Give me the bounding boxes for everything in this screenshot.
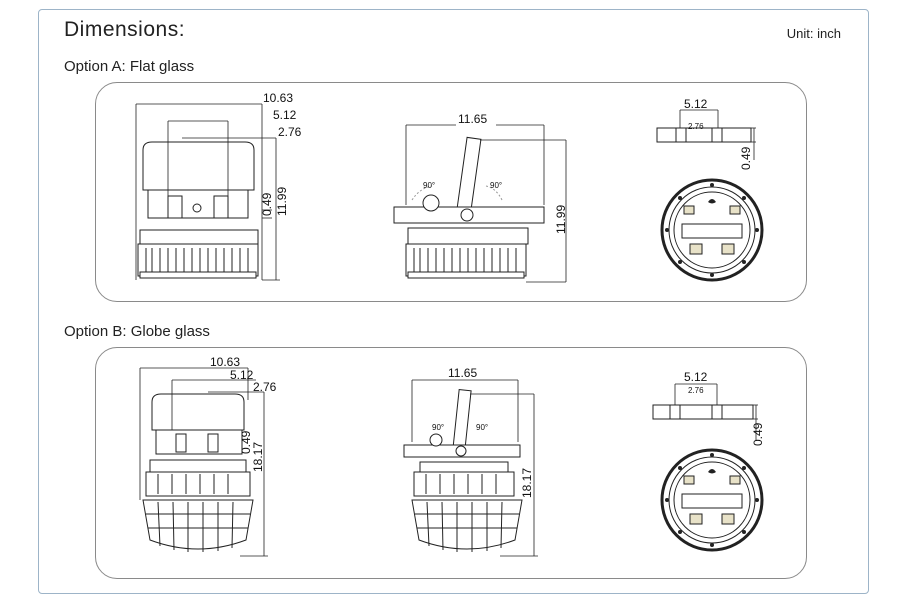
- option-a-side-view: 11.65 11.99 90° 90°: [393, 112, 568, 283]
- option-a-top-view: 5.12 2.76 0.49: [656, 97, 764, 282]
- option-a-label: Option A: Flat glass: [64, 58, 195, 75]
- option-b-front-d3: 2.76: [253, 380, 277, 394]
- content-frame: [38, 9, 869, 594]
- option-b-label: Option B: Globe glass: [64, 323, 210, 340]
- option-a-front-d2: 5.12: [273, 108, 297, 122]
- option-b-top-view: 5.12 2.76 0.49: [652, 370, 765, 552]
- option-b-front-view: 10.63 5.12 2.76 0.49 18.17: [139, 355, 277, 557]
- option-b-angle-right: 90°: [476, 423, 488, 432]
- option-a-top-d1: 5.12: [684, 97, 708, 111]
- option-a-angle-left: 90°: [423, 181, 435, 190]
- option-a-angle-right: 90°: [490, 181, 502, 190]
- option-b-side-view: 11.65 18.17 90° 90°: [403, 366, 538, 557]
- option-a-front-d3: 2.76: [278, 125, 302, 139]
- option-b-top-d3: 0.49: [751, 422, 765, 446]
- option-b-top-d1: 5.12: [684, 370, 708, 384]
- option-a-side-width: 11.65: [458, 112, 487, 126]
- option-b-front-d5: 18.17: [251, 442, 265, 472]
- option-a-side-height: 11.99: [554, 205, 568, 234]
- option-b-front-d2: 5.12: [230, 368, 254, 382]
- option-a-front-d5: 11.99: [275, 187, 289, 216]
- option-a-front-d1: 10.63: [263, 91, 293, 105]
- option-a-front-view: 10.63 5.12 2.76 0.49 11.99: [135, 91, 302, 281]
- option-b-front-d1: 10.63: [210, 355, 240, 369]
- option-b-angle-left: 90°: [432, 423, 444, 432]
- option-b-front-d4: 0.49: [239, 430, 253, 454]
- option-a-top-d2: 2.76: [688, 122, 704, 131]
- option-a-front-d4: 0.49: [260, 192, 274, 216]
- option-b-side-height: 18.17: [520, 468, 534, 498]
- unit-label: Unit: inch: [786, 26, 841, 41]
- page-title: Dimensions:: [64, 18, 186, 41]
- option-b-side-width: 11.65: [448, 366, 477, 380]
- option-b-top-d2: 2.76: [688, 386, 704, 395]
- option-a-top-d3: 0.49: [739, 146, 753, 170]
